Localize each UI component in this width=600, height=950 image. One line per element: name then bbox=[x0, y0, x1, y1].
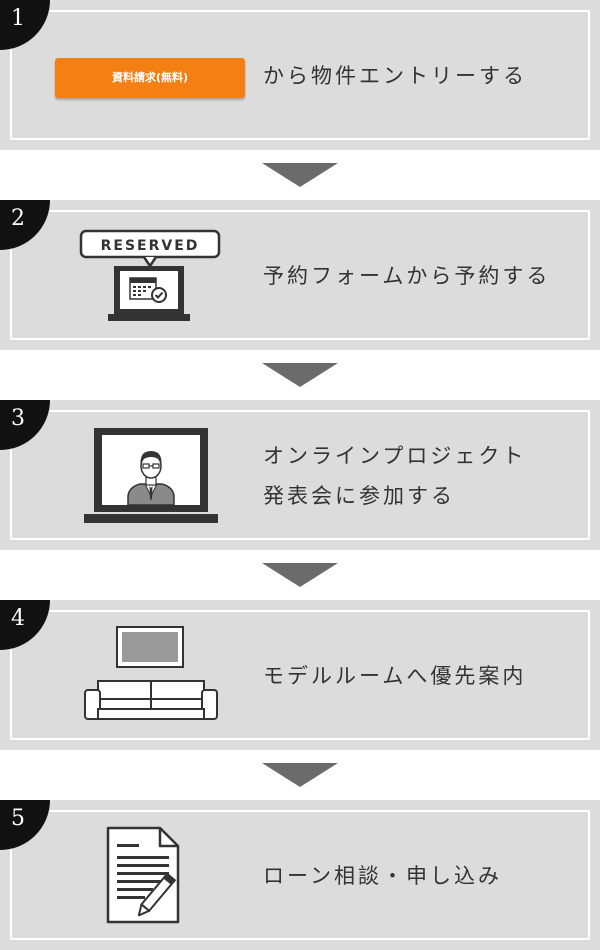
request-materials-button[interactable]: 資料請求(無料) bbox=[55, 58, 245, 98]
step-number: 1 bbox=[11, 6, 25, 31]
down-arrow-icon bbox=[262, 163, 338, 187]
step-number: 2 bbox=[11, 206, 25, 231]
step-3-label-line1: オンラインプロジェクト bbox=[263, 444, 527, 468]
step-4-frame bbox=[10, 610, 590, 740]
step-5-frame bbox=[10, 810, 590, 940]
reserved-badge-text: RESERVED bbox=[101, 238, 200, 254]
step-2-frame bbox=[10, 210, 590, 340]
step-number: 5 bbox=[11, 806, 25, 831]
step-1: 1 資料請求(無料) から物件エントリーする bbox=[0, 0, 600, 150]
step-3-label-line2: 発表会に参加する bbox=[263, 484, 455, 508]
down-arrow-icon bbox=[262, 563, 338, 587]
step-4: 4 モデルルームへ優先案内 bbox=[0, 600, 600, 750]
step-number: 4 bbox=[11, 606, 25, 631]
step-1-label: から物件エントリーする bbox=[263, 64, 527, 88]
step-number-badge: 5 bbox=[0, 800, 50, 850]
step-5-label: ローン相談・申し込み bbox=[263, 864, 502, 888]
step-1-frame bbox=[10, 10, 590, 140]
reserved-laptop-icon: RESERVED bbox=[79, 229, 221, 321]
step-2: 2 RESERVED 予約フォームから予約する bbox=[0, 200, 600, 350]
document-pen-icon bbox=[106, 826, 180, 924]
sofa-with-picture-icon bbox=[84, 626, 218, 720]
video-meeting-laptop-icon bbox=[84, 428, 218, 523]
step-5: 5 ローン相談・申し込み bbox=[0, 800, 600, 950]
step-2-label: 予約フォームから予約する bbox=[263, 264, 551, 288]
step-number: 3 bbox=[11, 406, 25, 431]
step-4-label: モデルルームへ優先案内 bbox=[263, 664, 527, 688]
step-3-frame bbox=[10, 410, 590, 540]
step-3: 3 オンラインプロジェクト 発表会に参加する bbox=[0, 400, 600, 550]
down-arrow-icon bbox=[262, 363, 338, 387]
down-arrow-icon bbox=[262, 763, 338, 787]
